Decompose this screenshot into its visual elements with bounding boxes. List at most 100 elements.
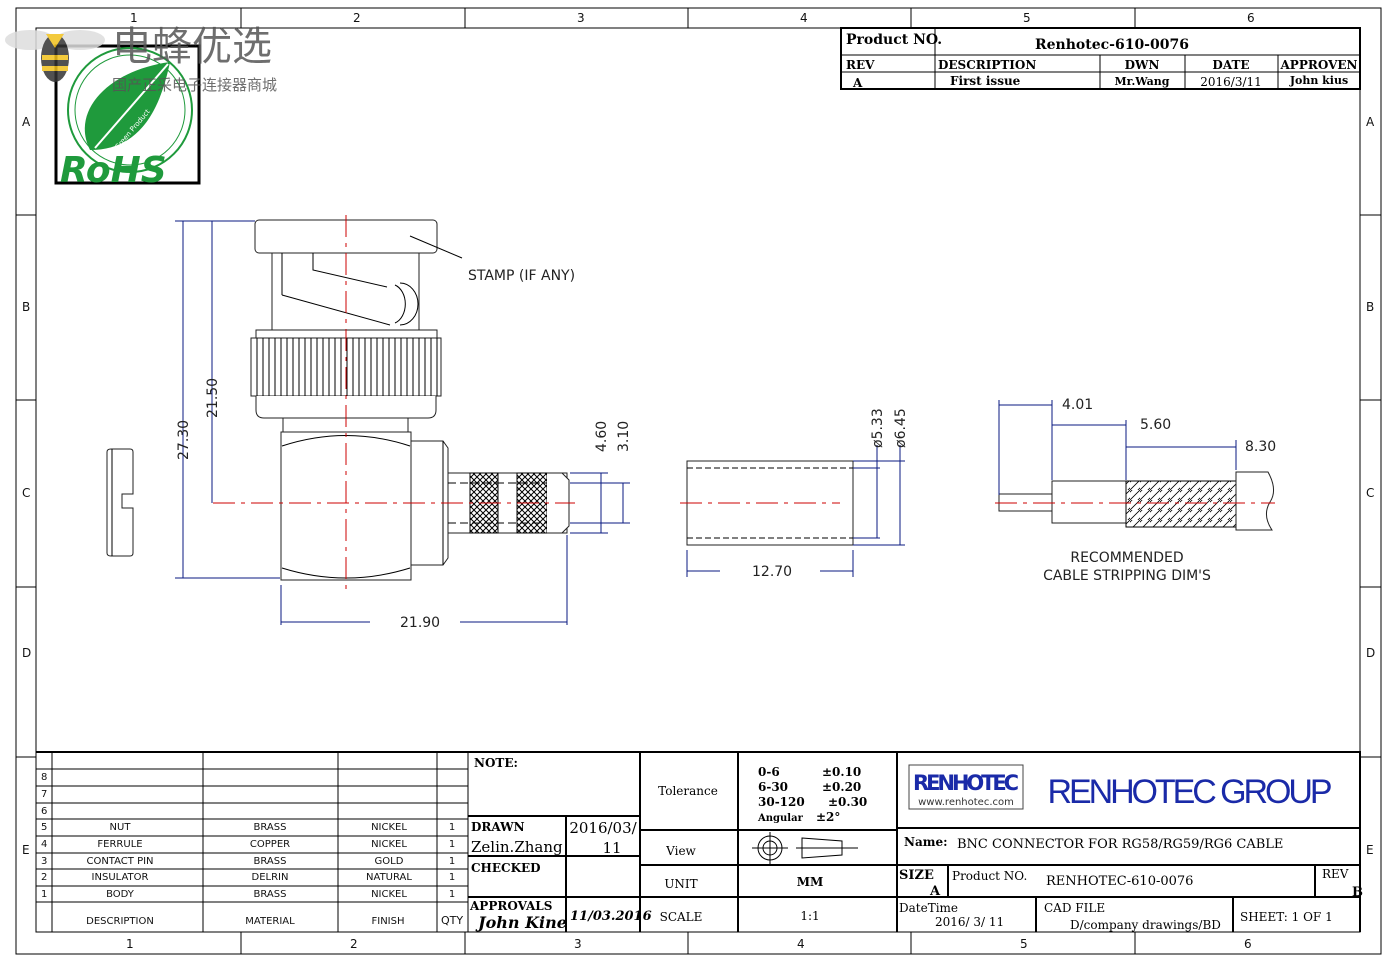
size-value: A	[929, 884, 941, 899]
dim-ferrule-d1: ø5.33	[870, 408, 886, 448]
cable-stripping-drawing: 4.01 5.60 8.30 RECOMMENDED CABLE STRIPPI…	[995, 397, 1276, 584]
bom-finish: NICKEL	[371, 839, 407, 850]
tol-range-2: 6-30	[758, 780, 788, 794]
grid-col-2-bottom: 2	[350, 937, 358, 951]
dim-3-10: 3.10	[616, 421, 632, 452]
bom-qty: 1	[449, 889, 455, 900]
tol-value-3: ±0.30	[828, 795, 867, 809]
tol-angular-label: Angular	[757, 813, 804, 824]
product-label: Product NO.	[952, 869, 1027, 883]
bom-description: BODY	[106, 889, 135, 900]
grid-row-c: C	[22, 486, 30, 500]
bom-qty: 1	[449, 872, 455, 883]
bnc-connector-drawing: STAMP (IF ANY)	[213, 215, 575, 595]
grid-row-b: B	[22, 300, 30, 314]
bom-row-number: 6	[41, 806, 47, 817]
rev-value-rev: A	[852, 76, 863, 90]
bom-description: NUT	[110, 822, 132, 833]
dim-4-60: 4.60	[594, 421, 610, 452]
rev-value: B	[1352, 885, 1363, 900]
renhotec-logo-text: RENHOTEC	[913, 771, 1019, 795]
view-label: View	[665, 844, 696, 858]
dim-21-90: 21.90	[400, 615, 440, 631]
grid-row-d: D	[22, 646, 31, 660]
grid-col-3-bottom: 3	[574, 937, 582, 951]
checked-label: CHECKED	[471, 861, 541, 875]
name-label: Name:	[904, 835, 948, 849]
strip-caption-2: CABLE STRIPPING DIM'S	[1043, 568, 1211, 584]
product-value: RENHOTEC-610-0076	[1046, 874, 1193, 889]
grid-col-6-bottom: 6	[1244, 937, 1252, 951]
drawn-date-1: 2016/03/	[569, 819, 637, 837]
grid-col-5: 5	[1023, 11, 1031, 25]
tolerance-block: Tolerance View UNIT SCALE MM 1:1 0-6 ±0.…	[640, 751, 898, 932]
bom-material: DELRIN	[252, 872, 289, 883]
bom-description: FERRULE	[97, 839, 142, 850]
sheet-info: SHEET: 1 OF 1	[1240, 910, 1333, 924]
dim-ferrule-d2: ø6.45	[893, 408, 909, 448]
bee-watermark: 电蜂优选 国产正采电子连接器商城	[5, 24, 277, 94]
dim-27-30: 27.30	[176, 420, 192, 460]
rev-header-dwn: DWN	[1125, 58, 1160, 72]
tol-range-1: 0-6	[758, 765, 780, 779]
company-name: RENHOTEC GROUP	[1048, 773, 1333, 811]
part-name: BNC CONNECTOR FOR RG58/RG59/RG6 CABLE	[957, 837, 1283, 852]
grid-row-e: E	[22, 843, 30, 857]
note-label: NOTE:	[474, 756, 518, 770]
grid-col-4-bottom: 4	[797, 937, 805, 951]
rohs-logo: RoHS Green Product	[54, 44, 201, 191]
bom-row-number: 4	[41, 839, 47, 850]
renhotec-url: www.renhotec.com	[918, 797, 1014, 808]
grid-col-6: 6	[1247, 11, 1255, 25]
stamp-label: STAMP (IF ANY)	[468, 268, 575, 284]
grid-row-a-right: A	[1366, 115, 1375, 129]
drawn-by: Zelin.Zhang	[471, 838, 563, 856]
datetime-value: 2016/ 3/ 11	[935, 915, 1004, 929]
bom-row-number: 8	[41, 772, 47, 783]
rohs-text: RoHS	[60, 150, 167, 191]
dim-strip-5-60: 5.60	[1140, 417, 1171, 433]
grid-col-5-bottom: 5	[1020, 937, 1028, 951]
dim-strip-8-30: 8.30	[1245, 439, 1276, 455]
rev-header-description: DESCRIPTION	[938, 58, 1036, 72]
approval-date: 11/03.2016	[570, 909, 652, 924]
rev-value-dwn: Mr.Wang	[1114, 75, 1169, 88]
watermark-tagline: 国产正采电子连接器商城	[112, 76, 277, 94]
bom-material: BRASS	[254, 856, 287, 867]
renhotec-logo: RENHOTEC www.renhotec.com	[908, 764, 1024, 810]
bom-row-number: 1	[41, 889, 47, 900]
approver-signature: John Kine	[475, 913, 567, 932]
rev-value-description: First issue	[950, 74, 1021, 88]
scale-label: SCALE	[660, 910, 703, 924]
bom-row-number: 2	[41, 872, 47, 883]
grid-row-d-right: D	[1366, 646, 1375, 660]
bom-header-qty: QTY	[441, 914, 463, 927]
dim-strip-4-01: 4.01	[1062, 397, 1093, 413]
grid-col-3: 3	[577, 11, 585, 25]
cad-file-label: CAD FILE	[1044, 901, 1105, 915]
watermark-brand: 电蜂优选	[112, 24, 272, 70]
grid-col-2: 2	[353, 11, 361, 25]
bom-header-material: MATERIAL	[245, 916, 295, 927]
bom-material: BRASS	[254, 889, 287, 900]
bom-row-number: 7	[41, 789, 47, 800]
bom-material: BRASS	[254, 822, 287, 833]
grid-row-e-right: E	[1366, 843, 1374, 857]
grid-col-1-bottom: 1	[126, 937, 134, 951]
bom-finish: GOLD	[375, 856, 404, 867]
rev-label: REV	[1322, 867, 1349, 881]
bom-description: INSULATOR	[92, 872, 149, 883]
bom-finish: NATURAL	[366, 872, 412, 883]
size-label: SIZE	[899, 868, 934, 883]
dim-21-50: 21.50	[205, 378, 221, 418]
drawn-date-2: 11	[602, 839, 621, 857]
cad-file-value: D/company drawings/BD	[1070, 918, 1221, 932]
grid-row-a: A	[22, 115, 31, 129]
bom-header-finish: FINISH	[372, 916, 405, 927]
bom-row-number: 5	[41, 822, 47, 833]
rev-header-rev: REV	[846, 58, 875, 72]
tol-range-3: 30-120	[758, 795, 805, 809]
approvals-label: APPROVALS	[469, 899, 552, 913]
